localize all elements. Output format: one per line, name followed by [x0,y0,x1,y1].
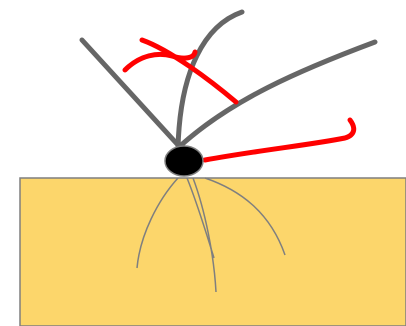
ground-rectangle [20,178,406,326]
stems-group [82,12,375,155]
red-line-right-hook [205,120,354,160]
red-lines-group [125,40,354,160]
node-ellipse [165,146,203,176]
stem-right-long [178,42,375,148]
